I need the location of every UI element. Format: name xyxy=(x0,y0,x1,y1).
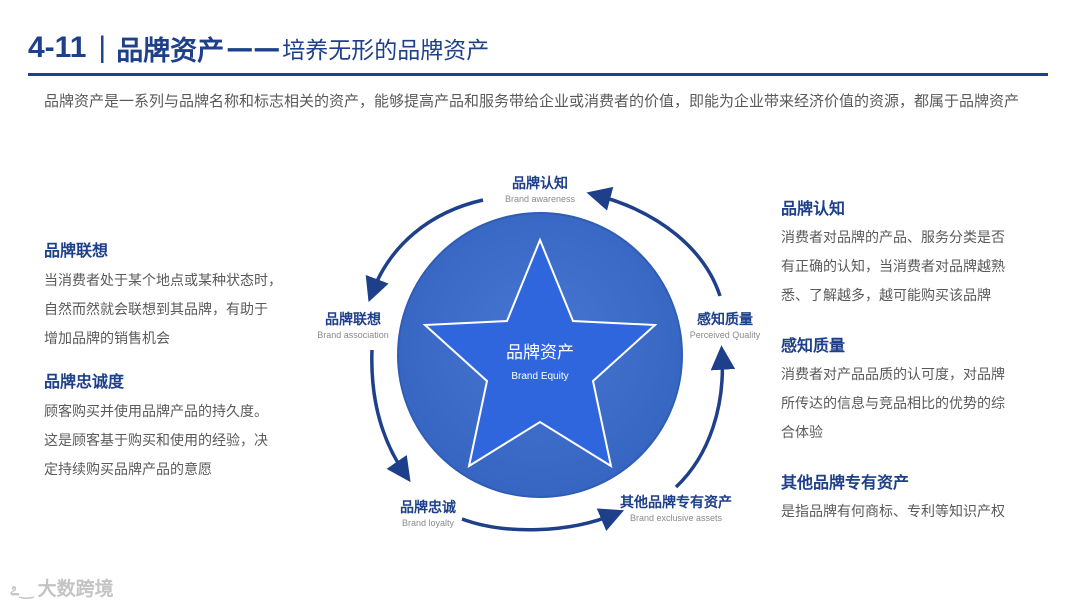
block-line: 自然而然就会联想到其品牌，有助于 xyxy=(44,302,268,318)
section-number: 4-11 xyxy=(28,31,87,64)
title-underline xyxy=(28,73,1048,76)
block-line: 所传达的信息与竞品相比的优势的综 xyxy=(781,396,1005,412)
block-heading: 感知质量 xyxy=(781,336,846,355)
watermark-logo: ೭‿大数跨境 xyxy=(10,574,114,601)
node-label-en: Brand association xyxy=(317,330,389,340)
block-line: 消费者对品牌的产品、服务分类是否 xyxy=(781,230,1005,246)
block-line: 定持续购买品牌产品的意愿 xyxy=(44,462,212,478)
block-line: 是指品牌有何商标、专利等知识产权 xyxy=(781,504,1005,520)
block-body: 是指品牌有何商标、专利等知识产权 xyxy=(781,498,1061,527)
block-line: 增加品牌的销售机会 xyxy=(44,331,170,347)
node-label-cn: 其他品牌专有资产 xyxy=(620,495,732,511)
title-subtitle: 培养无形的品牌资产 xyxy=(282,38,490,64)
node-perceived-quality: 感知质量 Perceived Quality xyxy=(675,311,775,341)
block-brand-loyalty: 品牌忠诚度 顾客购买并使用品牌产品的持久度。 这是顾客基于购买和使用的经验，决 … xyxy=(44,368,324,485)
node-brand-association: 品牌联想 Brand association xyxy=(303,311,403,341)
arrow-awareness-to-association xyxy=(365,198,484,303)
center-label-cn: 品牌资产 xyxy=(506,343,574,363)
title-dash: —— xyxy=(226,32,281,64)
block-line: 消费者对产品品质的认可度，对品牌 xyxy=(781,367,1005,383)
block-body: 消费者对产品品质的认可度，对品牌 所传达的信息与竞品相比的优势的综 合体验 xyxy=(781,361,1061,448)
block-exclusive-assets: 其他品牌专有资产 是指品牌有何商标、专利等知识产权 xyxy=(781,469,1061,527)
block-line: 合体验 xyxy=(781,425,823,441)
arrow-loyalty-to-exclusive xyxy=(461,508,625,532)
arrow-association-to-loyalty xyxy=(370,349,411,483)
node-label-en: Brand loyalty xyxy=(401,518,455,528)
node-label-cn: 品牌忠诚 xyxy=(400,500,456,516)
node-brand-awareness: 品牌认知 Brand awareness xyxy=(490,175,590,205)
node-label-cn: 品牌联想 xyxy=(325,312,381,328)
block-body: 顾客购买并使用品牌产品的持久度。 这是顾客基于购买和使用的经验，决 定持续购买品… xyxy=(44,398,324,485)
block-body: 消费者对品牌的产品、服务分类是否 有正确的认知，当消费者对品牌越熟 悉、了解越多… xyxy=(781,224,1061,311)
brand-equity-star xyxy=(422,237,658,469)
block-line: 这是顾客基于购买和使用的经验，决 xyxy=(44,433,268,449)
intro-text: 品牌资产是一系列与品牌名称和标志相关的资产，能够提高产品和服务带给企业或消费者的… xyxy=(44,92,1020,110)
node-label-en: Perceived Quality xyxy=(689,330,761,340)
node-label-cn: 品牌认知 xyxy=(512,176,568,192)
block-heading: 品牌联想 xyxy=(44,241,109,260)
watermark-icon: ೭‿ xyxy=(10,580,34,600)
title-separator: | xyxy=(98,31,107,64)
block-heading: 其他品牌专有资产 xyxy=(781,473,910,492)
block-perceived-quality: 感知质量 消费者对产品品质的认可度，对品牌 所传达的信息与竞品相比的优势的综 合… xyxy=(781,332,1061,448)
node-brand-loyalty: 品牌忠诚 Brand loyalty xyxy=(378,499,478,529)
arrow-quality-to-awareness xyxy=(586,186,722,297)
node-label-en: Brand exclusive assets xyxy=(629,513,723,523)
block-heading: 品牌认知 xyxy=(781,199,846,218)
arrow-exclusive-to-quality xyxy=(674,345,736,489)
watermark-text: 大数跨境 xyxy=(37,578,114,600)
node-label-en: Brand awareness xyxy=(504,194,576,204)
page-title: 4-11 | 品牌资产 —— 培养无形的品牌资产 xyxy=(28,28,489,68)
title-main: 品牌资产 xyxy=(116,35,225,67)
block-line: 当消费者处于某个地点或某种状态时， xyxy=(44,273,282,289)
block-line: 有正确的认知，当消费者对品牌越熟 xyxy=(781,259,1005,275)
block-line: 顾客购买并使用品牌产品的持久度。 xyxy=(44,404,268,420)
block-heading: 品牌忠诚度 xyxy=(44,372,125,391)
node-exclusive-assets: 其他品牌专有资产 Brand exclusive assets xyxy=(606,494,746,524)
block-body: 当消费者处于某个地点或某种状态时， 自然而然就会联想到其品牌，有助于 增加品牌的… xyxy=(44,267,324,354)
block-brand-awareness: 品牌认知 消费者对品牌的产品、服务分类是否 有正确的认知，当消费者对品牌越熟 悉… xyxy=(781,195,1061,311)
block-line: 悉、了解越多，越可能购买该品牌 xyxy=(781,288,991,304)
center-label-en: Brand Equity xyxy=(511,371,568,382)
block-brand-association: 品牌联想 当消费者处于某个地点或某种状态时， 自然而然就会联想到其品牌，有助于 … xyxy=(44,237,324,354)
node-label-cn: 感知质量 xyxy=(697,312,753,328)
